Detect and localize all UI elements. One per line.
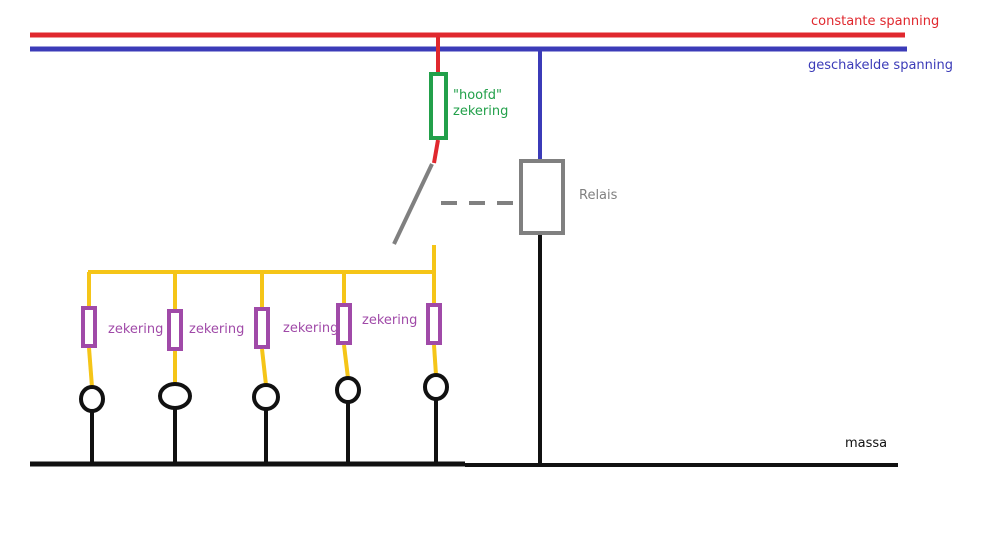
relay-label: Relais xyxy=(579,188,618,203)
branch-fuse-1 xyxy=(81,306,97,348)
branch-lamp-wire-4 xyxy=(342,344,350,379)
main-fuse-label-line1: "hoofd" xyxy=(453,88,502,103)
branch-fuse-3 xyxy=(254,307,270,349)
fuse-label-3: zekering xyxy=(283,321,339,336)
branch-lamp-wire-5 xyxy=(432,344,438,376)
load-branches xyxy=(79,272,449,464)
lamp-4 xyxy=(335,376,361,404)
fuse-label-4: zekering xyxy=(362,313,418,328)
lamp-1 xyxy=(79,385,105,413)
relay-coil xyxy=(519,159,565,235)
relay-switch-arm xyxy=(392,163,434,245)
branch-lamp-wire-3 xyxy=(260,348,268,386)
fuse-label-2: zekering xyxy=(189,322,245,337)
ground-label: massa xyxy=(845,436,888,451)
lamp-2 xyxy=(158,382,192,410)
branch-lamp-wire-1 xyxy=(87,347,94,388)
fuse-label-1: zekering xyxy=(108,322,164,337)
switched-voltage-label: geschakelde spanning xyxy=(808,58,954,73)
branch-fuse-5 xyxy=(426,303,442,345)
main-fuse-out-wire xyxy=(432,139,440,164)
lamp-3 xyxy=(252,383,280,411)
main-fuse-label: "hoofd" zekering xyxy=(453,88,508,120)
branch-fuse-2 xyxy=(167,309,183,351)
main-fuse-label-line2: zekering xyxy=(453,104,509,119)
branch-fuse-4 xyxy=(336,303,352,345)
constant-voltage-label: constante spanning xyxy=(811,14,940,29)
main-fuse xyxy=(429,72,448,140)
lamp-5 xyxy=(423,373,449,401)
